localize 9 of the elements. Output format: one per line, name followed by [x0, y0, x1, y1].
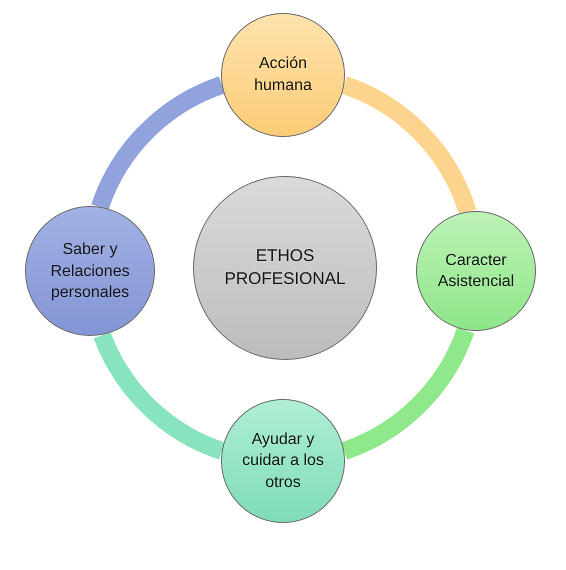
ring-arc: [92, 76, 226, 210]
ring-arc: [340, 327, 474, 460]
node-label: Ayudar y cuidar a los otros: [241, 430, 325, 493]
node-label: Caracter Asistencial: [436, 250, 516, 292]
node-label: Acción humana: [253, 54, 313, 96]
ring-arc: [340, 76, 476, 216]
ring-arc: [94, 332, 226, 460]
node-label: ETHOS PROFESIONAL: [224, 245, 346, 290]
node-label: Saber y Relaciones personales: [49, 240, 131, 304]
